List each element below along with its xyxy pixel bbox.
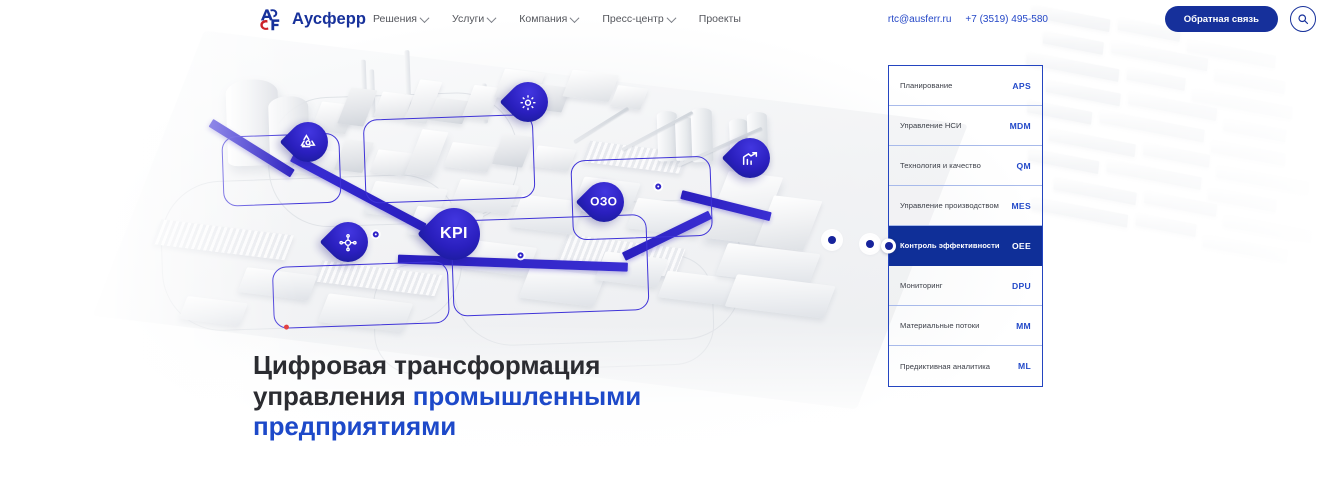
nav-item-proekty[interactable]: Проекты <box>699 13 741 25</box>
panel-item-label: Управление НСИ <box>900 121 962 130</box>
panel-item-mm[interactable]: Материальные потоки MM <box>889 306 1042 346</box>
panel-item-mes[interactable]: Управление производством MES <box>889 186 1042 226</box>
chevron-down-icon <box>569 12 580 23</box>
headline-line1: Цифровая трансформация <box>253 350 601 380</box>
chevron-down-icon <box>419 12 430 23</box>
map-pin-network[interactable] <box>319 213 377 271</box>
panel-item-label: Предиктивная аналитика <box>900 361 991 371</box>
panel-item-qm[interactable]: Технология и качество QM <box>889 146 1042 186</box>
nav-item-label: Проекты <box>698 13 741 25</box>
nav-item-resheniya[interactable]: Решения <box>373 12 430 25</box>
headline-highlight-2: предприятиями <box>253 411 457 442</box>
page-title: Цифровая трансформация управления промыш… <box>253 350 813 442</box>
search-icon <box>1298 14 1309 25</box>
main-nav: Решения Услуги Компания Пресс-центр Прое… <box>373 12 741 25</box>
background-block-field <box>1007 0 1340 308</box>
callback-button[interactable]: Обратная связь <box>1164 6 1278 32</box>
nav-item-uslugi[interactable]: Услуги <box>452 12 497 25</box>
gear-icon <box>520 94 536 110</box>
search-button[interactable] <box>1290 6 1316 32</box>
panel-item-label: Мониторинг <box>900 281 943 290</box>
chevron-down-icon <box>486 12 497 23</box>
network-hub-icon <box>339 233 357 251</box>
panel-item-code: DPU <box>1011 280 1031 291</box>
map-pin-recycle[interactable] <box>279 113 337 171</box>
nav-item-kompaniya[interactable]: Компания <box>519 12 580 25</box>
logo-text: Аусферр <box>292 10 367 28</box>
panel-item-code: APS <box>1012 80 1031 91</box>
panel-item-code: ML <box>1017 361 1031 371</box>
map-pin-chart[interactable] <box>721 129 779 187</box>
panel-item-oee[interactable]: Контроль эффективности OEE <box>889 226 1042 266</box>
panel-item-label: Технология и качество <box>900 161 981 170</box>
route-node-right <box>862 236 878 252</box>
panel-item-code: QM <box>1016 160 1031 171</box>
panel-item-code: MES <box>1011 200 1031 211</box>
panel-item-label: Материальные потоки <box>900 321 980 330</box>
site-logo[interactable]: Аусферр <box>258 7 366 32</box>
panel-item-code: OEE <box>1011 240 1031 251</box>
panel-item-mdm[interactable]: Управление НСИ MDM <box>889 106 1042 146</box>
chart-growth-icon <box>742 151 758 165</box>
route-node-left <box>824 232 840 248</box>
chevron-down-icon <box>666 12 677 23</box>
panel-item-dpu[interactable]: Мониторинг DPU <box>889 266 1042 306</box>
factory-plant-scene <box>92 16 968 410</box>
recycle-icon <box>300 133 316 147</box>
map-pin-kpi-label: KPI <box>440 225 468 242</box>
panel-item-aps[interactable]: Планирование APS <box>889 66 1042 106</box>
panel-item-label: Контроль эффективности <box>900 241 1000 250</box>
email-link[interactable]: rtc@ausferr.ru <box>887 14 952 25</box>
nav-item-label: Компания <box>519 13 568 25</box>
solutions-panel: Планирование APS Управление НСИ MDM Техн… <box>888 65 1043 387</box>
nav-item-press-centr[interactable]: Пресс-центр <box>602 12 677 25</box>
nav-item-label: Решения <box>373 13 417 25</box>
nav-item-label: Пресс-центр <box>602 13 664 25</box>
site-header: Аусферр Решения Услуги Компания Пресс-це… <box>0 0 1340 42</box>
headline-highlight-1: промышленными <box>412 380 642 411</box>
panel-item-label: Планирование <box>900 81 953 90</box>
header-contacts: rtc@ausferr.ru +7 (3519) 495-580 <box>888 14 1048 25</box>
map-pin-ozo-label: ОЗО <box>590 194 618 209</box>
map-pin-gear[interactable] <box>499 73 557 131</box>
panel-item-ml[interactable]: Предиктивная аналитика ML <box>889 346 1042 386</box>
panel-item-code: MDM <box>1009 120 1031 131</box>
logo-mark-icon <box>258 7 285 32</box>
headline-line2-plain: управления <box>253 380 413 411</box>
panel-item-label: Управление производством <box>900 201 999 210</box>
nav-item-label: Услуги <box>452 13 485 25</box>
panel-item-code: MM <box>1016 320 1031 331</box>
phone-link[interactable]: +7 (3519) 495-580 <box>965 14 1048 25</box>
